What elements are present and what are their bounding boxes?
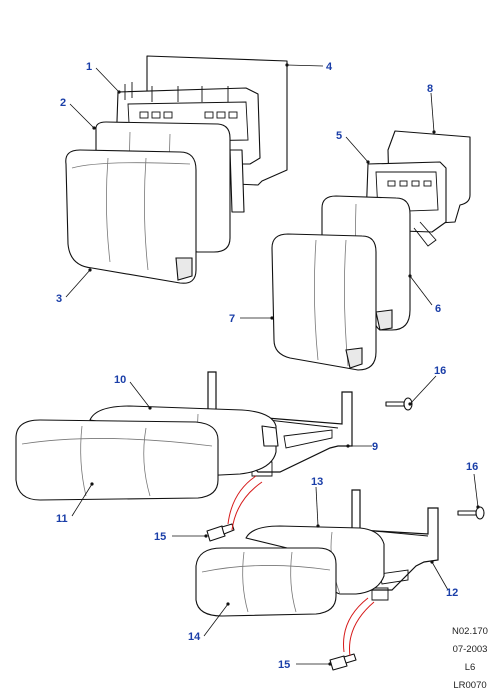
- seat-cushion-lower: [195, 547, 337, 617]
- reference-drawing-number: LR0070: [453, 680, 487, 691]
- callout-2: 2: [60, 97, 66, 109]
- bolt-path-upper: [231, 481, 263, 531]
- bolt-path-upper-2: [227, 475, 257, 525]
- callout-16-lower: 16: [466, 461, 478, 473]
- bolt-15-upper: [206, 523, 235, 542]
- callout-9: 9: [372, 441, 378, 453]
- bolt-path-lower-2: [343, 597, 369, 653]
- bolt-16-lower: [457, 506, 485, 520]
- callout-13: 13: [311, 476, 323, 488]
- callout-4: 4: [326, 61, 333, 73]
- bolt-path-lower: [349, 601, 375, 657]
- callout-10: 10: [114, 374, 126, 386]
- callout-15-lower: 15: [278, 659, 290, 671]
- backrest-squab-right: [271, 233, 377, 371]
- bolt-16-upper: [385, 397, 413, 411]
- reference-code: N02.170: [452, 626, 488, 637]
- callout-11: 11: [56, 513, 68, 525]
- callout-16-upper: 16: [434, 365, 446, 377]
- reference-sheet: L6: [464, 662, 476, 673]
- reference-date: 07-2003: [452, 644, 488, 655]
- callout-6: 6: [435, 303, 441, 315]
- callout-12: 12: [446, 587, 458, 599]
- callout-14: 14: [188, 631, 201, 643]
- callout-15-upper: 15: [154, 531, 166, 543]
- seat-cushion: [15, 419, 219, 501]
- callout-8: 8: [427, 83, 433, 95]
- callout-3: 3: [56, 293, 62, 305]
- leader-lines: [65, 63, 480, 666]
- callout-7: 7: [229, 313, 235, 325]
- callout-5: 5: [336, 130, 342, 142]
- bolt-15-lower: [329, 653, 357, 671]
- backrest-squab: [65, 149, 197, 284]
- callout-1: 1: [86, 61, 92, 73]
